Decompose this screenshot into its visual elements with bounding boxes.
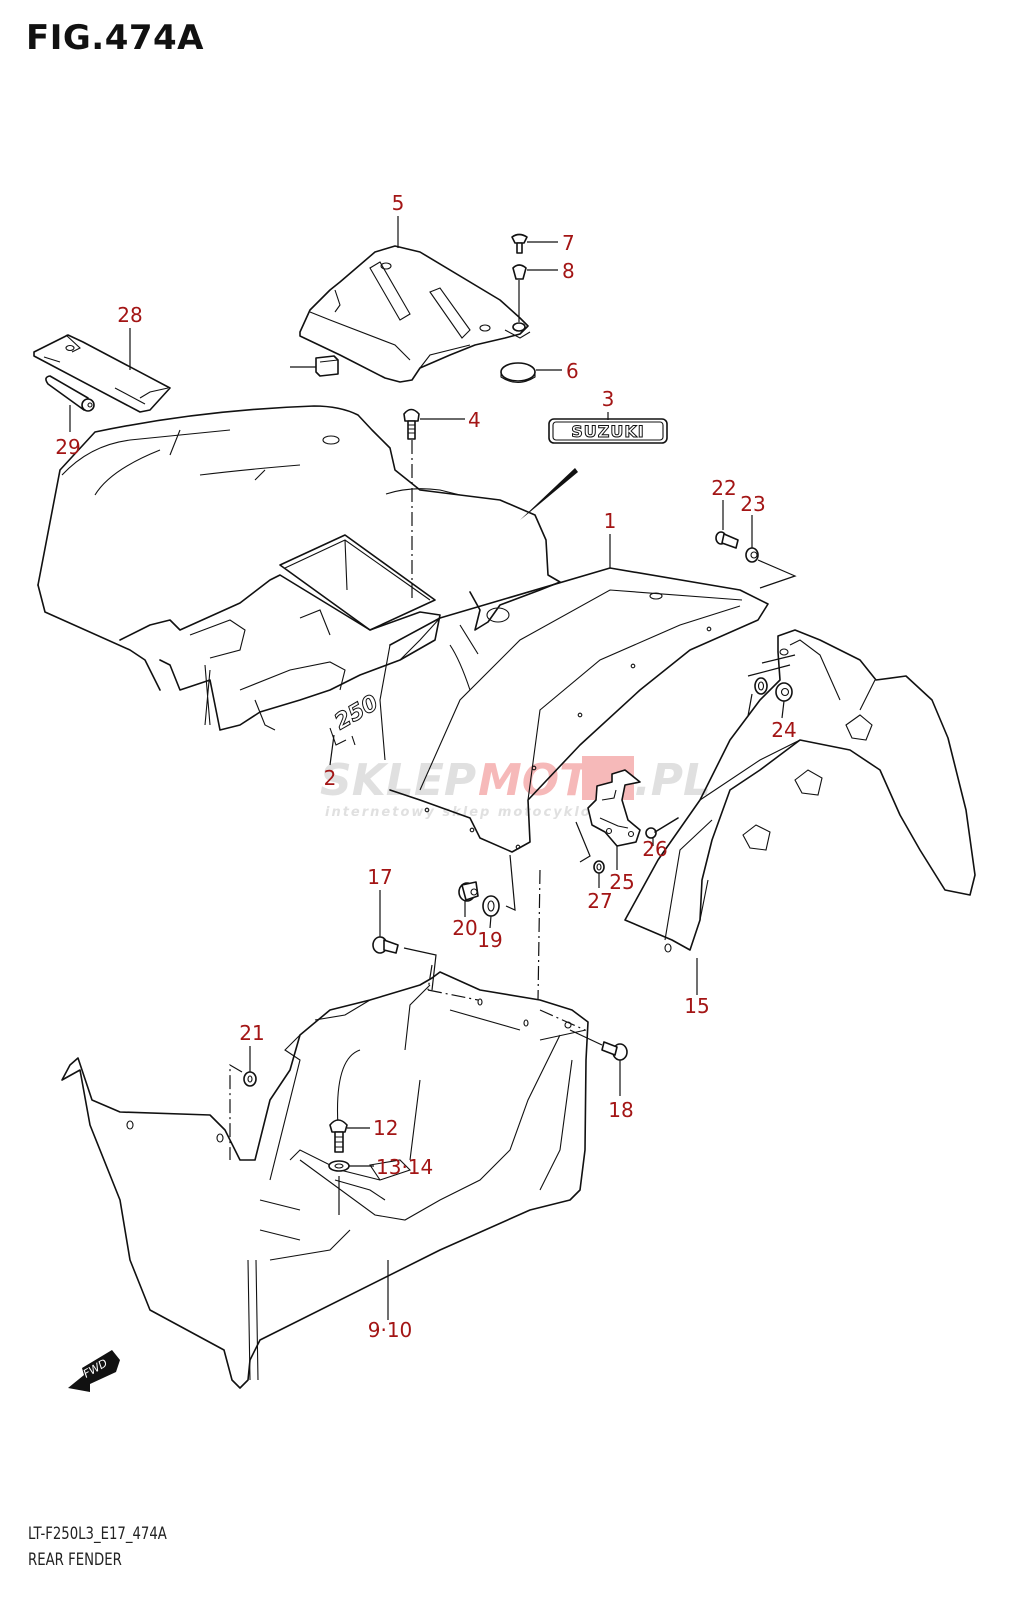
part-22-nut[interactable] bbox=[775, 682, 793, 702]
part-27-roll[interactable] bbox=[45, 375, 95, 412]
watermark-brand-a: SKLEP bbox=[320, 755, 476, 806]
part-7-bolt[interactable] bbox=[511, 233, 528, 254]
part-11-bolt[interactable] bbox=[329, 1119, 348, 1153]
part-19-washer[interactable] bbox=[243, 1071, 257, 1087]
part-23-bracket[interactable] bbox=[587, 769, 641, 847]
watermark-tagline: internetowy sklep motocyklowy bbox=[325, 805, 616, 820]
watermark-brand-c: .PL bbox=[634, 755, 711, 806]
callout-19[interactable]: 21 bbox=[239, 1021, 264, 1045]
part-6-cap[interactable] bbox=[500, 362, 536, 384]
callout-1[interactable]: 1 bbox=[604, 509, 617, 533]
callout-13-14[interactable]: 15 bbox=[684, 994, 709, 1018]
part-17-washer[interactable] bbox=[482, 895, 500, 917]
part-9-10-footrest[interactable] bbox=[61, 869, 589, 1389]
leader-lines bbox=[69, 216, 785, 1320]
part-15-bolt[interactable] bbox=[372, 936, 399, 954]
callout-4[interactable]: 4 bbox=[468, 408, 481, 432]
part-20-bolt[interactable] bbox=[715, 531, 739, 549]
figure-code: LT-F250L3_E17_474A bbox=[28, 1524, 167, 1544]
part-1-rear-fender-body[interactable] bbox=[37, 405, 561, 691]
callout-5[interactable]: 5 bbox=[392, 191, 405, 215]
callout-2[interactable]: 2 bbox=[324, 766, 337, 790]
callout-26[interactable]: 28 bbox=[117, 303, 142, 327]
callout-15[interactable]: 17 bbox=[367, 865, 392, 889]
decal-250: 250 bbox=[330, 690, 383, 736]
part-13-14-mud-flap[interactable] bbox=[624, 629, 976, 953]
callout-23[interactable]: 25 bbox=[609, 870, 634, 894]
callout-25[interactable]: 27 bbox=[587, 889, 612, 913]
callout-20[interactable]: 22 bbox=[711, 476, 736, 500]
callout-18[interactable]: 20 bbox=[452, 916, 477, 940]
part-18-grommet[interactable] bbox=[458, 881, 479, 902]
part-24-bolt[interactable] bbox=[645, 817, 679, 839]
part-12-washer[interactable] bbox=[328, 1160, 350, 1172]
callout-21[interactable]: 23 bbox=[740, 492, 765, 516]
part-26-tool-bag[interactable] bbox=[33, 334, 171, 413]
part-1-fender-rear[interactable] bbox=[329, 567, 769, 853]
part-4-bolt[interactable] bbox=[403, 408, 420, 440]
callout-22[interactable]: 24 bbox=[771, 718, 796, 742]
callout-17[interactable]: 19 bbox=[477, 928, 502, 952]
callout-labels: 5 7 8 6 28 29 4 3 1 22 23 24 2 26 25 27 … bbox=[55, 191, 796, 1342]
emblem-arrow bbox=[520, 468, 578, 520]
battery-box[interactable]: 250 bbox=[119, 534, 441, 736]
part-29-washer[interactable] bbox=[754, 677, 768, 695]
figure-title: FIG.474A bbox=[26, 18, 204, 58]
callout-3[interactable]: 3 bbox=[602, 387, 615, 411]
part-8-grommet[interactable] bbox=[512, 264, 527, 280]
part-3-emblem[interactable]: SUZUKI bbox=[548, 418, 668, 444]
callout-6[interactable]: 6 bbox=[566, 359, 579, 383]
callout-11[interactable]: 12 bbox=[373, 1116, 398, 1140]
callout-16[interactable]: 18 bbox=[608, 1098, 633, 1122]
callout-8[interactable]: 8 bbox=[562, 259, 575, 283]
callout-24[interactable]: 26 bbox=[642, 837, 667, 861]
callout-7[interactable]: 7 bbox=[562, 231, 575, 255]
figure-name: REAR FENDER bbox=[28, 1550, 122, 1570]
fwd-arrow: FWD bbox=[68, 1350, 120, 1392]
callout-27[interactable]: 29 bbox=[55, 435, 80, 459]
svg-text:250: 250 bbox=[331, 691, 383, 736]
emblem-text: SUZUKI bbox=[571, 422, 644, 441]
part-8-mount-hole bbox=[512, 322, 526, 332]
part-16-bolt[interactable] bbox=[601, 1041, 628, 1061]
part-21-nut[interactable] bbox=[745, 547, 759, 563]
callout-12[interactable]: 13·14 bbox=[376, 1155, 433, 1179]
watermark: SKLEP MOTO .PL internetowy sklep motocyk… bbox=[320, 755, 711, 820]
callout-9-10[interactable]: 9·10 bbox=[368, 1318, 413, 1342]
part-28-pad[interactable] bbox=[315, 355, 339, 377]
part-5-cover[interactable] bbox=[299, 245, 531, 383]
part-25-washer[interactable] bbox=[593, 860, 605, 874]
